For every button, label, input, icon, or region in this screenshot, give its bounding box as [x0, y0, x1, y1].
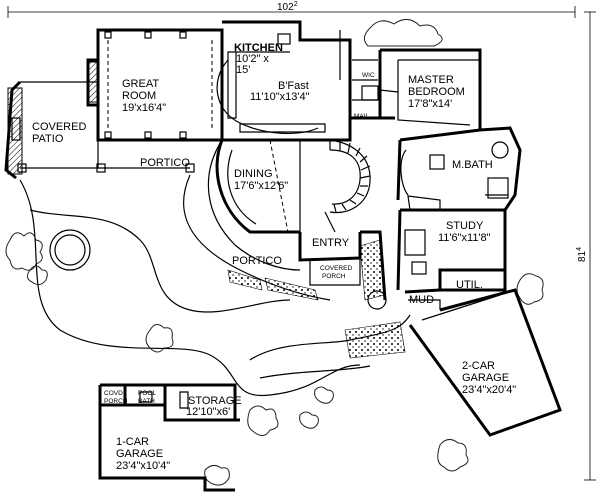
bfast-name: B'Fast — [278, 80, 309, 92]
covered-patio-name-1: COVERED — [32, 121, 86, 133]
covered-porch-name-2: PORCH — [322, 273, 346, 280]
garage1-name-2: GARAGE — [116, 448, 163, 460]
one-car-garage — [98, 383, 240, 492]
garage1-name: 1-CAR — [116, 436, 149, 448]
util-label: UTIL. — [456, 279, 483, 291]
covered-porch-name-1: COVERED — [320, 265, 352, 272]
mud-label: MUD — [409, 294, 434, 306]
master-bath — [396, 126, 522, 211]
two-car-garage — [408, 288, 562, 437]
master-size: 17'8"x14' — [408, 98, 452, 110]
pool-bath-name-2: BATH — [138, 398, 155, 405]
entry — [298, 211, 387, 301]
garage2-size: 23'4"x20'4" — [462, 384, 516, 396]
great-room-name-2: ROOM — [122, 90, 156, 102]
bfast-size: 11'10"x13'4" — [250, 91, 310, 103]
portico-bottom-label: PORTICO — [232, 255, 282, 267]
depth-dimension: 814 — [576, 247, 588, 262]
mail-label: MAIL — [354, 113, 370, 120]
wic-label: WIC — [362, 72, 375, 79]
mbath-label: M.BATH — [452, 159, 493, 171]
overall-dimensions — [7, 6, 596, 481]
master-name-1: MASTER — [408, 74, 454, 86]
master-name-2: BEDROOM — [408, 86, 465, 98]
dining-size: 17'6"x12'6" — [234, 180, 288, 192]
covd-porch-name-2: PORCH — [104, 398, 128, 405]
study-size: 11'6"x11'8" — [438, 232, 491, 244]
site-landscaping — [5, 19, 544, 486]
storage-name: STORAGE — [188, 395, 242, 407]
pool-bath-name-1: POOL — [138, 390, 156, 397]
room-labels: KITCHEN 10'2" x 15' GREAT ROOM 19'x16'4"… — [32, 42, 516, 472]
dining-room — [215, 139, 301, 234]
kitchen-size-2: 15' — [236, 64, 250, 76]
storage-size: 12'10"x6' — [186, 406, 230, 418]
great-room-name-1: GREAT — [122, 78, 159, 90]
dining-name: DINING — [234, 168, 273, 180]
great-room-size: 19'x16'4" — [122, 102, 166, 114]
portico-columns — [17, 139, 301, 271]
kitchen-size-1: 10'2" x — [236, 53, 269, 65]
entry-label: ENTRY — [312, 237, 350, 249]
covered-patio-name-2: PATIO — [32, 133, 64, 145]
width-dimension: 1022 — [277, 1, 298, 13]
study-name: STUDY — [446, 220, 484, 232]
covd-porch-name-1: COVD — [104, 390, 123, 397]
master-suite — [348, 40, 482, 130]
stair — [317, 139, 371, 214]
garage2-name-2: GARAGE — [462, 372, 509, 384]
kitchen-name: KITCHEN — [234, 42, 283, 54]
portico-top-label: PORTICO — [140, 157, 190, 169]
utility-mud — [404, 268, 507, 310]
garage2-name: 2-CAR — [462, 360, 495, 372]
garage1-size: 23'4"x10'4" — [116, 460, 170, 472]
